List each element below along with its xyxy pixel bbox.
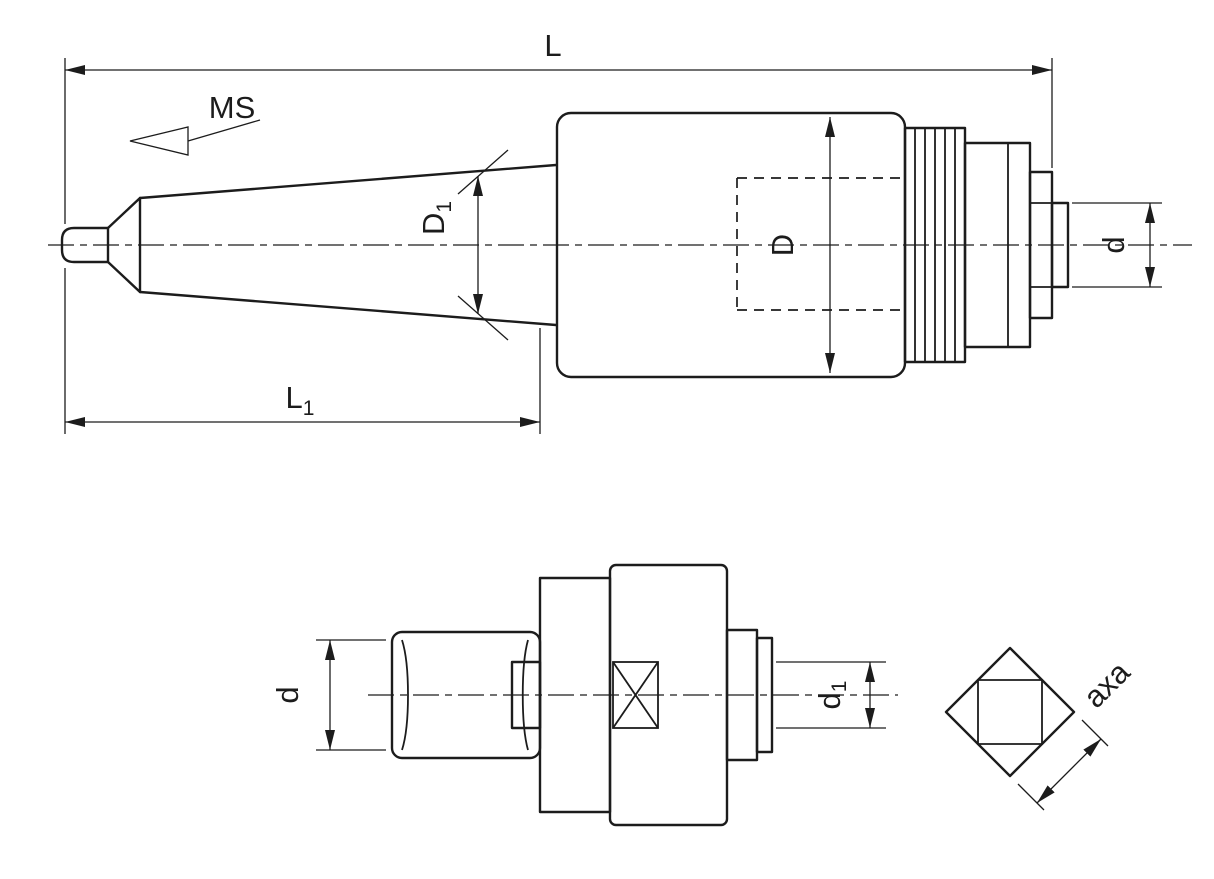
dim-axa-ext-lines [1017, 719, 1109, 811]
end-step-lines [1030, 202, 1052, 288]
dim-L1-label: L1 [286, 380, 315, 420]
square-outline [944, 646, 1076, 778]
dim-L-label: L [544, 28, 561, 63]
dim-D1-ext-bottom [457, 295, 509, 341]
dim-d-label: d [1096, 236, 1131, 253]
taper-tang [60, 226, 110, 264]
dim-d1-label: d1 [812, 681, 851, 710]
ms-label: MS [209, 90, 256, 125]
square-drive-cross-icon [612, 661, 659, 729]
insert-disc [755, 636, 774, 754]
end-nub [1050, 201, 1070, 289]
sleeve-groove-left [401, 639, 409, 751]
ms-arrowhead-icon [129, 126, 189, 156]
square-section-detail: axa [944, 646, 1138, 811]
taper-cone [138, 163, 558, 327]
dim-axa-label: axa [1077, 654, 1138, 715]
top-view: MS D1 D d L L1 [48, 28, 1192, 434]
inner-section-outline [977, 679, 1043, 745]
dim-D1-ext-top [457, 149, 509, 195]
taper-neck [106, 196, 142, 294]
sleeve-groove-right [521, 639, 529, 751]
chuck-bore-hidden-lines [736, 177, 903, 311]
groove-lines [914, 128, 956, 362]
dim-d2-label: d [270, 686, 305, 703]
bottom-view: d d1 [270, 563, 898, 827]
ms-leader-line [187, 119, 261, 142]
dim-axa-line [1036, 738, 1102, 804]
dim-D-label: D [765, 234, 800, 256]
dim-D1-label: D1 [416, 201, 456, 235]
square-drive-box [612, 661, 659, 729]
